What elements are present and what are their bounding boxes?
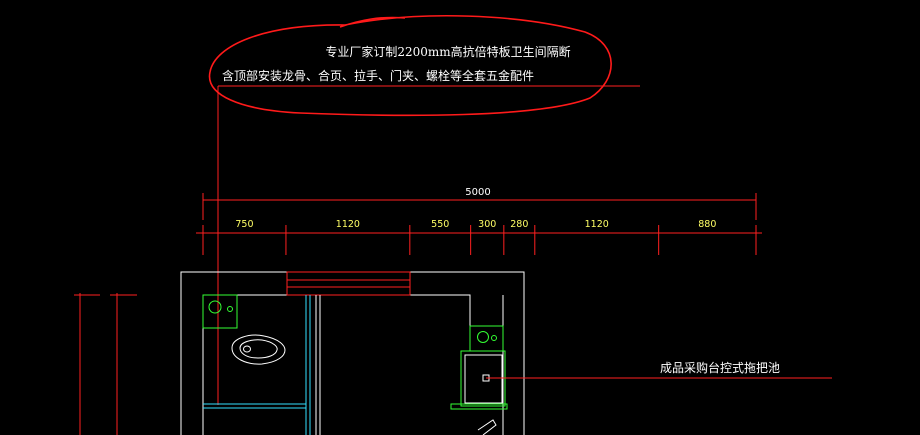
markup-ellipse [208, 15, 612, 117]
note-title-line1: 专业厂家订制2200mm高抗倍特板卫生间隔断 [325, 44, 570, 59]
segment-dimension-ticks [202, 225, 757, 255]
mop-sink-label: 成品采购台控式拖把池 [660, 360, 780, 375]
segment-dimension-label: 750 [235, 219, 253, 230]
inner-wall [203, 294, 504, 435]
segment-dimension-label: 300 [478, 219, 496, 230]
overall-dimension-label: 5000 [465, 187, 490, 198]
window [286, 271, 411, 296]
partition-vertical [305, 295, 321, 435]
floor-drain-left [202, 294, 238, 329]
squat-toilet [231, 334, 286, 365]
segment-dimension-label: 1120 [585, 219, 609, 230]
segment-dimension-label: 550 [431, 219, 449, 230]
note-title-line2: 含顶部安装龙骨、合页、拉手、门夹、螺栓等全套五金配件 [222, 68, 534, 83]
floor-drain-right [469, 325, 504, 352]
outer-wall [180, 271, 525, 435]
segment-dimension-labels: 750 1120 550 300 280 1120 880 [235, 219, 716, 230]
segment-dimension-label: 280 [510, 219, 528, 230]
segment-dimension-label: 880 [698, 219, 716, 230]
mop-sink [450, 350, 508, 435]
segment-dimension-label: 1120 [336, 219, 360, 230]
partition-horizontal [203, 403, 306, 409]
